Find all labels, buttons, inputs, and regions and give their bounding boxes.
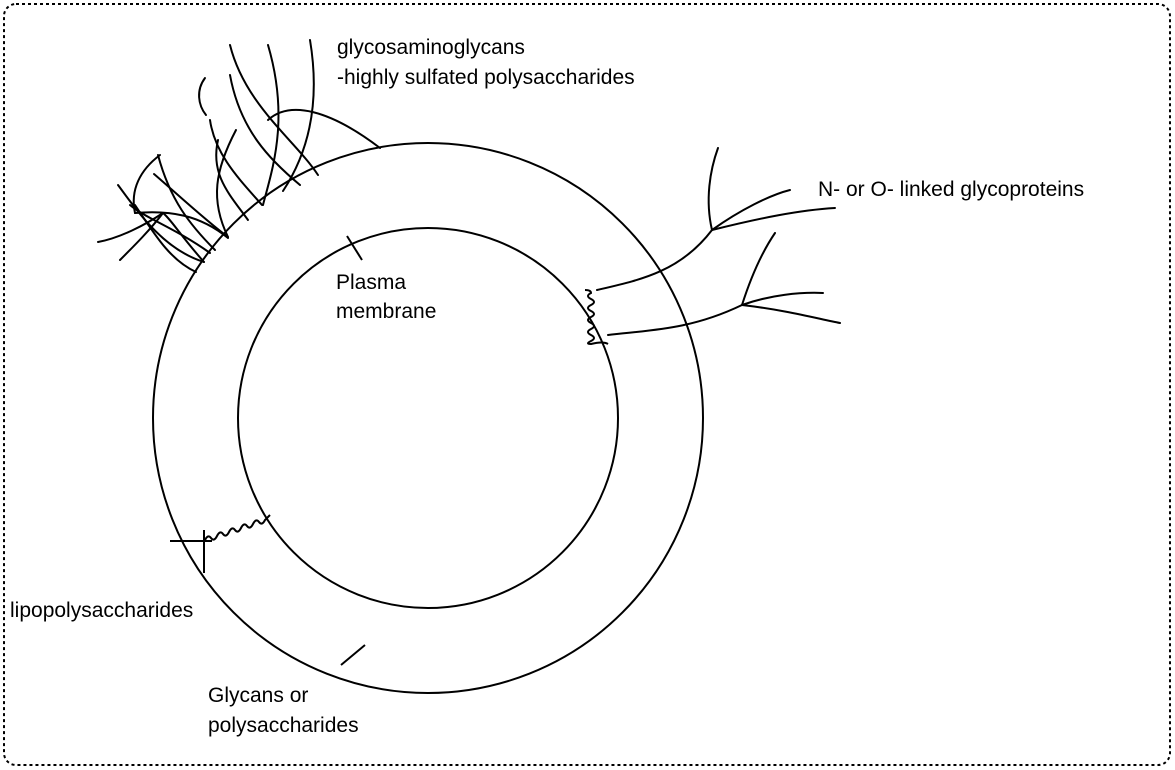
plasma-membrane-circle [238, 228, 618, 608]
glycans-label: Glycans or [208, 684, 308, 707]
dashed-frame [4, 4, 1170, 765]
glycoprotein-branches [597, 148, 840, 335]
lipopolysaccharide-squiggle [205, 515, 270, 540]
lipopolysaccharides-label: lipopolysaccharides [10, 599, 193, 622]
plasma-membrane-label: Plasma [336, 271, 406, 294]
glycans-label-line2: polysaccharides [208, 714, 359, 737]
lipopolysaccharide-anchor [170, 530, 212, 573]
glycoproteins-label: N- or O- linked glycoproteins [818, 178, 1084, 201]
plasma-membrane-leader [347, 236, 362, 260]
glycosaminoglycans-label: glycosaminoglycans [337, 36, 525, 59]
glycan-shell-circle [153, 143, 703, 693]
glycosaminoglycans-sublabel: -highly sulfated polysaccharides [337, 66, 635, 89]
plasma-membrane-label-line2: membrane [336, 300, 436, 323]
glycans-leader [341, 645, 365, 665]
